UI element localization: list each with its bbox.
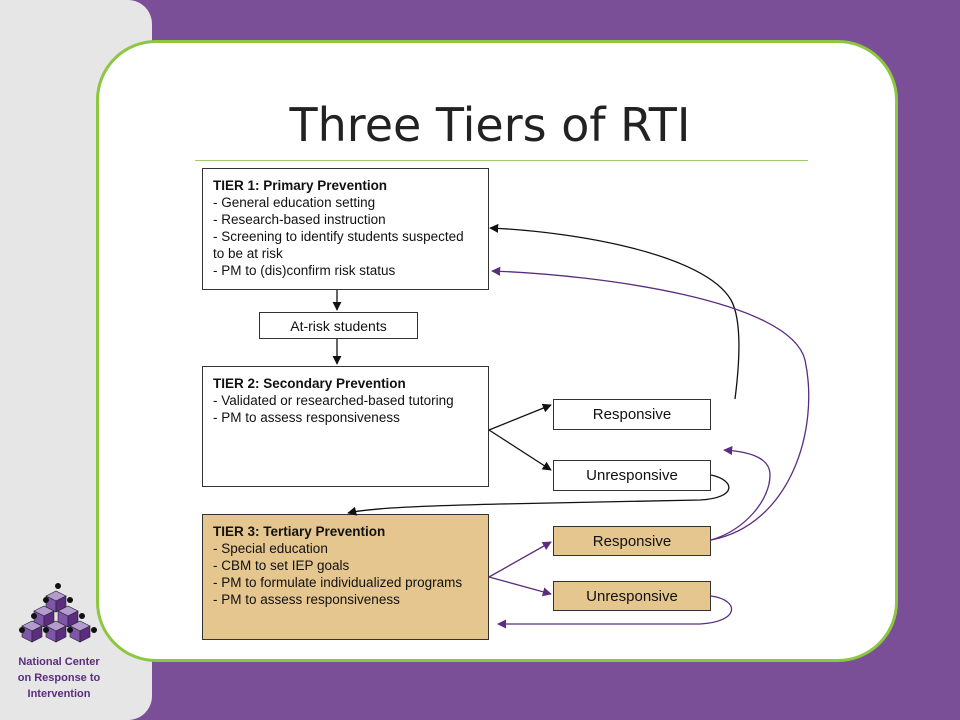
tier2-box: TIER 2: Secondary Prevention - Validated… [202, 366, 489, 487]
tier1-box: TIER 1: Primary Prevention - General edu… [202, 168, 489, 290]
arrow-tier3-to-unresponsive [488, 576, 552, 597]
slide-title: Three Tiers of RTI [289, 98, 691, 152]
ncrti-logo [19, 583, 97, 643]
title-divider [195, 160, 808, 161]
tier2-line: - PM to assess responsiveness [213, 410, 400, 425]
arrow-t3responsive-to-tier2 [710, 445, 771, 541]
tier2-unresponsive-box: Unresponsive [553, 460, 711, 491]
org-name-line: National Center [18, 656, 100, 668]
arrow-responsive-to-tier1 [489, 223, 740, 400]
tier3-responsive-box: Responsive [553, 526, 711, 556]
tier1-line: - PM to (dis)confirm risk status [213, 263, 396, 278]
tier1-heading: TIER 1: Primary Prevention [213, 178, 388, 193]
at-risk-box: At-risk students [259, 312, 418, 339]
arrow-t3responsive-to-tier1 [491, 266, 810, 541]
tier3-box: TIER 3: Tertiary Prevention - Special ed… [202, 514, 489, 640]
org-name-line: on Response to [17, 672, 101, 684]
org-name: National Center on Response to Intervent… [4, 654, 114, 702]
tier3-line: - PM to formulate individualized program… [213, 575, 463, 590]
arrow-tier3-to-responsive [488, 541, 552, 578]
tier1-line: - Research-based instruction [213, 212, 386, 227]
arrow-tier2-to-responsive [488, 403, 552, 431]
arrow-tier2-to-unresponsive [488, 429, 552, 471]
tier3-line: - Special education [213, 541, 328, 556]
tier3-line: - PM to assess responsiveness [213, 592, 400, 607]
tier2-heading: TIER 2: Secondary Prevention [213, 376, 406, 391]
org-name-line: Intervention [27, 688, 91, 700]
tier3-unresponsive-box: Unresponsive [553, 581, 711, 611]
arrow-t3unresponsive-to-tier3 [497, 595, 733, 629]
tier3-heading: TIER 3: Tertiary Prevention [213, 524, 386, 539]
arrow-unresponsive-to-tier3 [347, 474, 730, 516]
tier2-responsive-box: Responsive [553, 399, 711, 430]
tier1-line: - Screening to identify students suspect… [213, 229, 464, 261]
tier1-line: - General education setting [213, 195, 376, 210]
tier3-line: - CBM to set IEP goals [213, 558, 350, 573]
tier2-line: - Validated or researched-based tutoring [213, 393, 454, 408]
